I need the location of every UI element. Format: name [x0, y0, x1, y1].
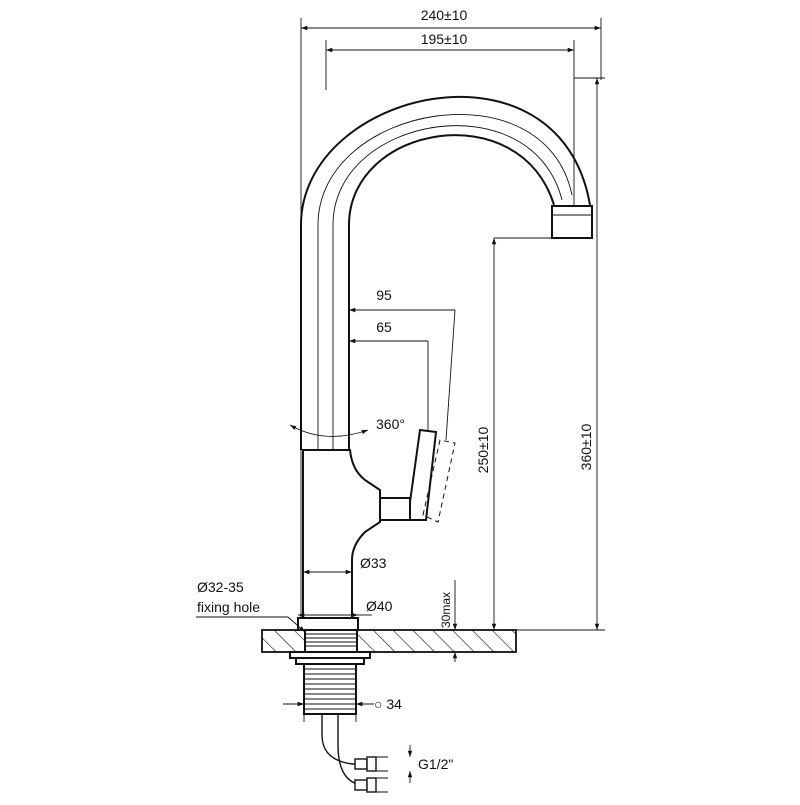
- spout-height-label: 250±10: [475, 426, 491, 473]
- thread-diameter-label: ○ 34: [374, 696, 402, 712]
- hose-fitting-top: [354, 758, 368, 770]
- countertop-section: [261, 629, 517, 653]
- spout-bore-line-2: [332, 125, 563, 450]
- countertop: [261, 629, 517, 653]
- spout-outer-edge: [300, 95, 591, 450]
- hose-nut-top: [366, 756, 377, 772]
- spout-inner-edge: [348, 134, 555, 450]
- fixing-hole-diameter-label: Ø32-35: [197, 579, 244, 595]
- body-diameter-label: Ø33: [360, 555, 387, 571]
- aerator-nozzle: [551, 205, 593, 239]
- hose-leader-lines: [376, 756, 388, 793]
- lever-handle-alt-position: [422, 439, 456, 523]
- hose-right: [337, 714, 370, 786]
- rotation-arc: [289, 424, 369, 437]
- under-counter-fixing: [289, 651, 388, 793]
- hose-nut-bottom: [366, 777, 377, 793]
- threaded-shank: [304, 629, 358, 653]
- lever-handle: [409, 428, 438, 521]
- handle-outer-label: 95: [376, 287, 392, 303]
- overall-reach-label: 240±10: [421, 7, 468, 23]
- spout-bore-line: [317, 114, 573, 450]
- base-diameter-label: Ø40: [366, 598, 393, 614]
- dimension-lines: [196, 18, 605, 783]
- max-thickness-label: 30max: [439, 592, 453, 628]
- hose-fitting-bottom: [354, 779, 368, 791]
- dimension-labels: 240±10 195±10 95 65 360° Ø33 Ø40 Ø32-35 …: [197, 7, 594, 772]
- rotation-label: 360°: [376, 416, 405, 432]
- base-flange: [297, 617, 359, 631]
- handle-hub: [379, 497, 411, 521]
- faucet-body: [302, 449, 381, 621]
- faucet-outline: [297, 95, 593, 631]
- spout-reach-label: 195±10: [421, 31, 468, 47]
- hose-left: [321, 714, 370, 765]
- fixing-hole-label: fixing hole: [197, 599, 260, 615]
- hose-connection-label: G1/2": [418, 756, 453, 772]
- handle-inner-label: 65: [376, 319, 392, 335]
- stud-threads: [304, 668, 356, 710]
- total-height-label: 360±10: [578, 423, 594, 470]
